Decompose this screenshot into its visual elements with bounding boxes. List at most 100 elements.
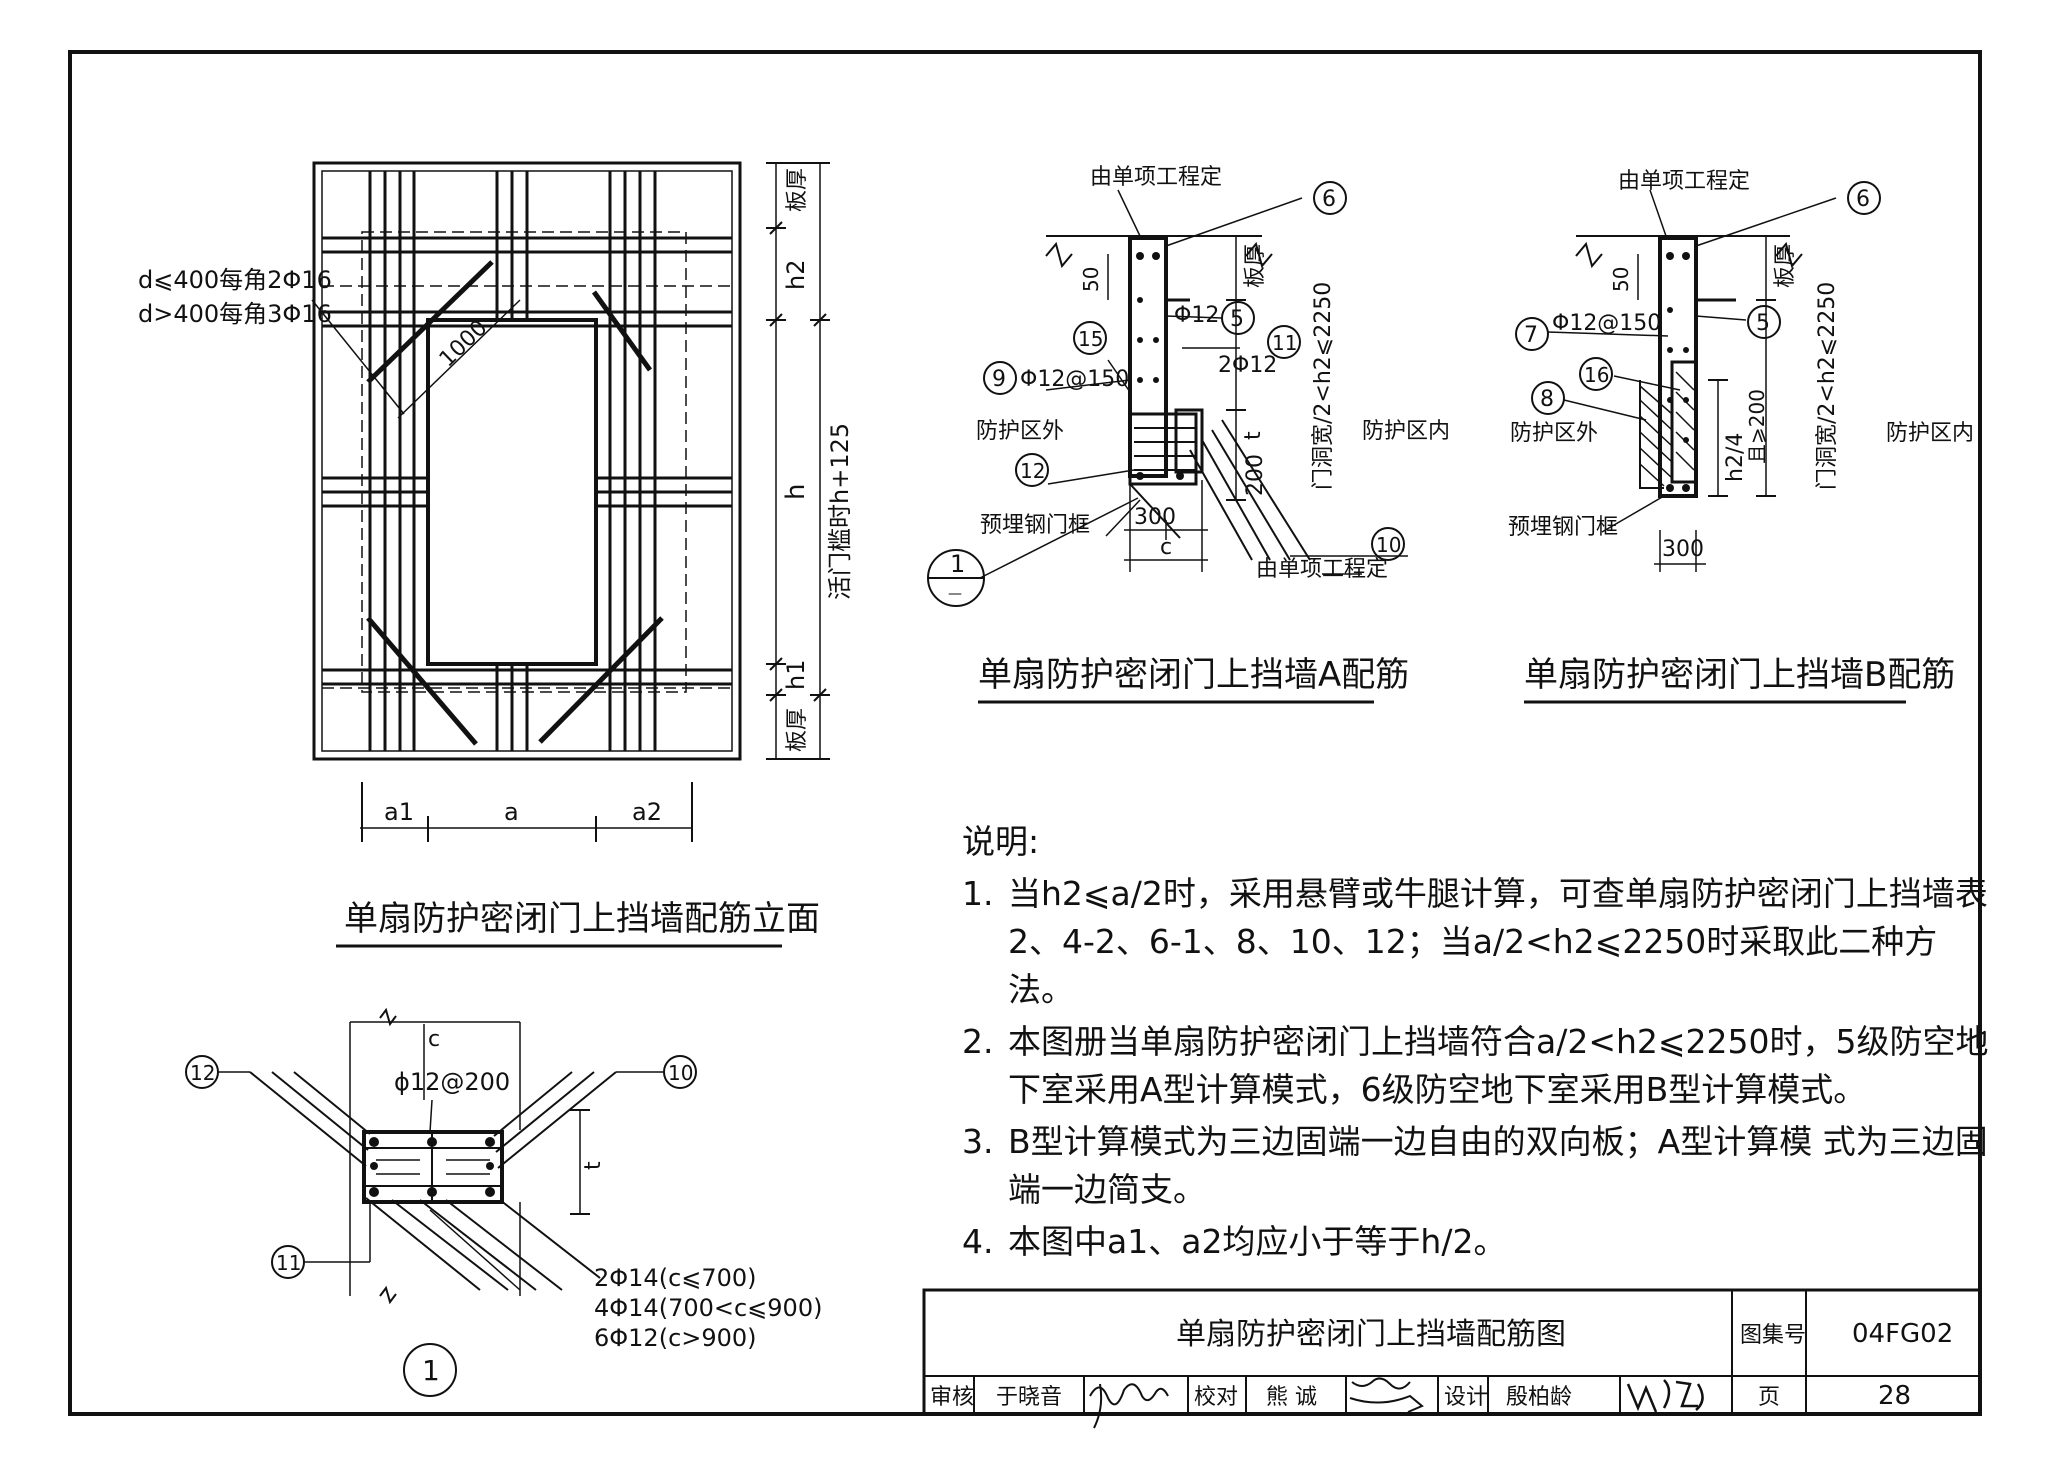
label-t-detail: t — [581, 1161, 606, 1170]
callout-12-detail: 12 — [190, 1061, 215, 1085]
dim-h2-4: h2/4 — [1723, 433, 1748, 482]
dashed-boundary — [361, 231, 687, 693]
dim-h2: h2 — [782, 260, 810, 290]
section-b-top-note: 由单项工程定 — [1618, 169, 1750, 194]
section-a-title: 单扇防护密闭门上挡墙A配筋 — [978, 655, 1409, 695]
callout-11-circle — [1267, 325, 1301, 359]
callout-7-circle — [1515, 317, 1549, 351]
section-a-drawing — [927, 181, 1408, 704]
dim-1000-label: 1000 — [435, 315, 493, 372]
callout-10-circle — [1371, 527, 1405, 561]
review-label: 审核 — [930, 1385, 974, 1410]
callout-10: 10 — [1376, 533, 1401, 557]
note-item: 3. B型计算模式为三边固端一边自由的双向板；A型计算模 式为三边固端一边简支。 — [962, 1118, 1992, 1214]
callout-9-circle — [983, 361, 1017, 395]
designer-name: 殷柏龄 — [1506, 1385, 1572, 1410]
corner-bar-note-1: d⩽400每角2Φ16 — [138, 266, 332, 294]
section-mark-number: 1 — [950, 550, 965, 578]
reviewer-signature — [1089, 1383, 1169, 1429]
drawing-title: 单扇防护密闭门上挡墙配筋图 — [1176, 1317, 1566, 1352]
dim-a2: a2 — [632, 798, 662, 826]
dim-t-a: t — [1241, 431, 1266, 440]
dim-200-b: 且⩾200 — [1745, 389, 1769, 464]
notes-header: 说明: — [962, 822, 1040, 861]
callout-16: 16 — [1584, 363, 1609, 387]
haunch-b — [1670, 360, 1698, 484]
callout-6-circle — [1313, 181, 1347, 215]
bar-cage — [1128, 412, 1198, 486]
detail-1-drawing — [185, 1007, 697, 1397]
bar-note-1: 2Φ14(c⩽700) — [594, 1264, 757, 1292]
label-2phi12: 2Φ12 — [1218, 353, 1277, 378]
label-outside-b: 防护区外 — [1510, 421, 1598, 446]
label-phi12-150-b: Φ12@150 — [1552, 311, 1661, 336]
note-text: B型计算模式为三边固端一边自由的双向板；A型计算模 式为三边固端一边简支。 — [1008, 1122, 1988, 1209]
haunch-hatch-b — [1639, 371, 1695, 487]
label-c-detail: c — [428, 1027, 440, 1052]
title-block — [922, 1288, 1982, 1429]
detail-label: 1 — [422, 1354, 440, 1387]
dots-rebar — [1136, 252, 1184, 480]
callout-12: 12 — [1020, 459, 1045, 483]
break-mark-right — [1245, 241, 1273, 269]
atlas-number: 04FG02 — [1852, 1319, 1953, 1349]
dim-slab-top: 板厚 — [785, 168, 810, 212]
callout-11-detail: 11 — [276, 1251, 301, 1275]
dim-50-b: 50 — [1609, 267, 1633, 292]
section-b-title: 单扇防护密闭门上挡墙B配筋 — [1524, 655, 1955, 695]
detail-diagonal-bars — [249, 1071, 617, 1291]
callout-11: 11 — [1272, 331, 1297, 355]
callout-15: 15 — [1078, 327, 1103, 351]
dim-50: 50 — [1079, 267, 1103, 292]
dim-a: a — [504, 798, 519, 826]
label-outside-a: 防护区外 — [976, 419, 1064, 444]
elevation-drawing — [311, 161, 830, 948]
detail-1-labels: 12 10 11 c ϕ12@200 t 2Φ14(c⩽700) 4Φ14(70… — [190, 1027, 822, 1387]
dots-rebar-b — [1666, 252, 1690, 492]
dim-300-b: 300 — [1662, 537, 1704, 562]
note-number: 3. — [962, 1122, 994, 1161]
callout-5-circle — [1221, 301, 1255, 335]
page-label: 页 — [1758, 1385, 1780, 1410]
section-b-drawing — [1515, 181, 1906, 704]
callout-8: 8 — [1540, 387, 1554, 412]
checker-signature — [1349, 1377, 1424, 1413]
label-inside-a: 防护区内 — [1362, 419, 1450, 444]
wall-outline-outer — [312, 161, 742, 761]
callout-5b: 5 — [1756, 311, 1770, 336]
wall-body-b — [1658, 236, 1698, 498]
note-item: 1. 当h2⩽a/2时，采用悬臂或牛腿计算，可查单扇防护密闭门上挡墙表2、4-2… — [962, 870, 1992, 1014]
note-item: 2. 本图册当单扇防护密闭门上挡墙符合a/2<h2⩽2250时，5级防空地下室采… — [962, 1018, 1992, 1114]
vertical-bars — [368, 171, 657, 751]
label-embedded-frame-b: 预埋钢门框 — [1508, 515, 1618, 540]
note-number: 2. — [962, 1022, 994, 1061]
callout-6b: 6 — [1856, 187, 1870, 212]
bar-note-2: 4Φ14(700<c⩽900) — [594, 1294, 822, 1322]
check-label: 校对 — [1194, 1385, 1238, 1410]
reviewer-name: 于晓音 — [996, 1385, 1062, 1410]
designer-signature — [1626, 1379, 1704, 1413]
door-opening — [426, 318, 598, 666]
callout-7: 7 — [1524, 323, 1538, 348]
section-mark-sub: — — [948, 586, 962, 602]
dim-c-a: c — [1160, 535, 1172, 560]
section-a-bottom-note: 由单项工程定 — [1256, 557, 1388, 582]
section-a-labels: 由单项工程定 6 50 板厚 Φ12 5 11 2Φ12 15 9 Φ12@15… — [948, 165, 1450, 695]
callout-10-detail-circle — [663, 1055, 697, 1089]
note-text: 本图中a1、a2均应小于等于h/2。 — [1008, 1222, 1507, 1261]
dim-300-a: 300 — [1134, 505, 1176, 530]
callout-16-circle — [1579, 357, 1613, 391]
callout-5b-circle — [1747, 305, 1781, 339]
callout-10-detail: 10 — [668, 1061, 693, 1085]
notes: 说明: 1. 当h2⩽a/2时，采用悬臂或牛腿计算，可查单扇防护密闭门上挡墙表2… — [962, 818, 1992, 1270]
horizontal-bars — [322, 236, 732, 686]
bar-note-3: 6Φ12(c>900) — [594, 1324, 757, 1352]
bar-cage-lines — [1134, 427, 1196, 471]
wall-body — [1128, 236, 1168, 478]
dim-range-a: 门洞宽/2<h2⩽2250 — [1311, 282, 1336, 490]
note-text: 本图册当单扇防护密闭门上挡墙符合a/2<h2⩽2250时，5级防空地下室采用A型… — [1008, 1022, 1989, 1109]
corner-note-leader — [311, 299, 405, 415]
dim-ticks-horizontal — [361, 782, 693, 842]
label-phi12: Φ12 — [1174, 303, 1219, 328]
